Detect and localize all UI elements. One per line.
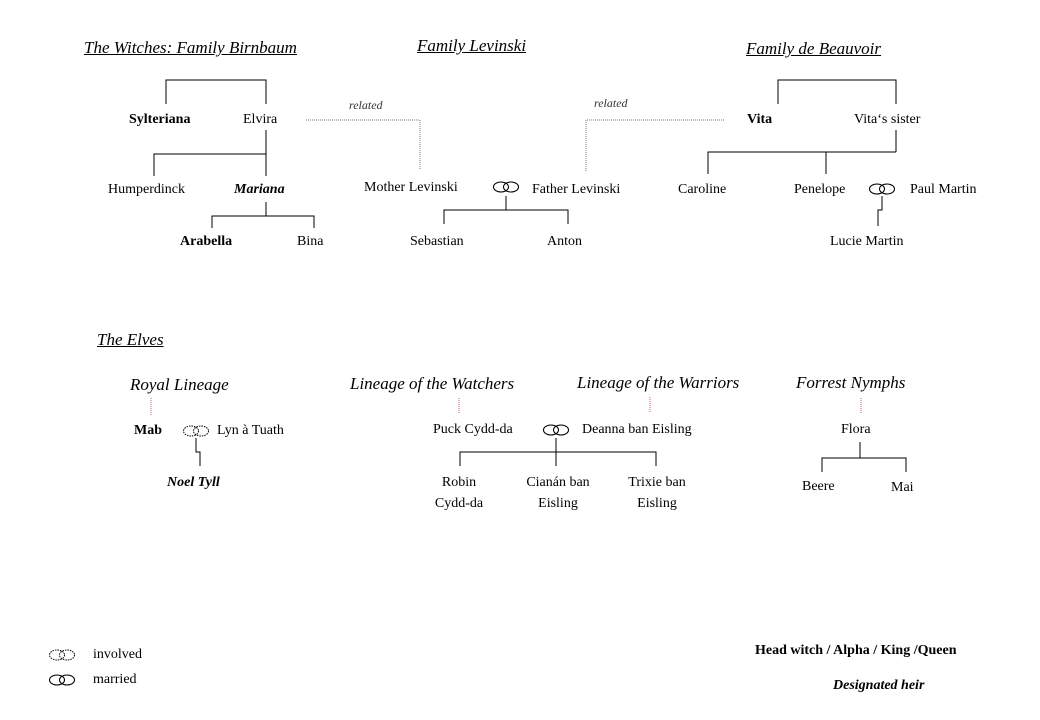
- person-father-levinski: Father Levinski: [532, 182, 621, 197]
- legend-involved-label: involved: [93, 647, 142, 662]
- person-cianan-line1: Cianán ban: [526, 475, 590, 490]
- connector: [165, 79, 267, 104]
- person-mai: Mai: [891, 480, 914, 495]
- subheader-watchers: Lineage of the Watchers: [350, 374, 515, 393]
- connector: [211, 215, 315, 228]
- header-levinski: Family Levinski: [417, 36, 527, 55]
- person-robin-line2: Cydd-da: [434, 496, 484, 511]
- subheader-forrest-nymphs: Forrest Nymphs: [796, 373, 906, 392]
- legend-head-label: Head witch / Alpha / King /Queen: [755, 643, 957, 658]
- person-trixie-line2: Eisling: [637, 496, 677, 511]
- person-lyn: Lyn à Tuath: [217, 423, 284, 438]
- married-rings-icon: [542, 424, 570, 436]
- person-mother-levinski: Mother Levinski: [364, 180, 458, 195]
- person-caroline: Caroline: [678, 182, 727, 197]
- person-lucie-martin: Lucie Martin: [830, 234, 904, 249]
- related-connector: [306, 119, 421, 170]
- person-cianan-line2: Eisling: [538, 496, 578, 511]
- person-robin-line1: Robin: [441, 475, 477, 490]
- connector: [195, 438, 201, 466]
- person-paul-martin: Paul Martin: [910, 182, 977, 197]
- header-birnbaum: The Witches: Family Birnbaum: [84, 38, 297, 57]
- related-label-right: related: [594, 96, 628, 110]
- person-sebastian: Sebastian: [410, 234, 464, 249]
- person-cianan: Cianán ban Eisling: [508, 475, 608, 512]
- person-mab: Mab: [134, 423, 162, 438]
- person-bina: Bina: [297, 234, 324, 249]
- person-humperdinck: Humperdinck: [108, 182, 185, 197]
- person-vita: Vita: [747, 112, 773, 127]
- person-robin: Robin Cydd-da: [419, 475, 499, 512]
- subheader-royal-lineage: Royal Lineage: [130, 375, 229, 394]
- header-elves: The Elves: [97, 330, 164, 349]
- legend-heir-label: Designated heir: [833, 678, 925, 693]
- person-mariana: Mariana: [234, 182, 285, 197]
- related-label-left: related: [349, 98, 383, 112]
- header-beauvoir: Family de Beauvoir: [746, 39, 882, 58]
- subheader-warriors: Lineage of the Warriors: [577, 373, 740, 392]
- connector: [443, 209, 569, 224]
- involved-rings-icon: [183, 425, 209, 437]
- connector: [877, 196, 883, 226]
- person-elvira: Elvira: [243, 112, 278, 127]
- person-anton: Anton: [547, 234, 582, 249]
- person-flora: Flora: [841, 422, 871, 437]
- connector: [821, 457, 907, 472]
- connector: [459, 451, 657, 466]
- legend-married-icon: [48, 674, 76, 686]
- person-penelope: Penelope: [794, 182, 846, 197]
- legend-married-label: married: [93, 672, 137, 687]
- person-sylteriana: Sylteriana: [129, 112, 191, 127]
- person-puck: Puck Cydd-da: [433, 422, 513, 437]
- person-beere: Beere: [802, 479, 835, 494]
- married-rings-icon: [868, 183, 896, 195]
- connector: [153, 153, 267, 176]
- related-connector: [585, 119, 724, 172]
- person-noel-tyll: Noel Tyll: [167, 475, 220, 490]
- person-deanna: Deanna ban Eisling: [582, 422, 692, 437]
- person-arabella: Arabella: [180, 234, 233, 249]
- person-trixie: Trixie ban Eisling: [607, 475, 707, 512]
- married-rings-icon: [492, 181, 520, 193]
- connector: [707, 151, 896, 174]
- person-trixie-line1: Trixie ban: [628, 475, 686, 490]
- person-vitas-sister: Vita‘s sister: [854, 112, 921, 127]
- legend-involved-icon: [49, 649, 75, 661]
- connector: [777, 79, 897, 104]
